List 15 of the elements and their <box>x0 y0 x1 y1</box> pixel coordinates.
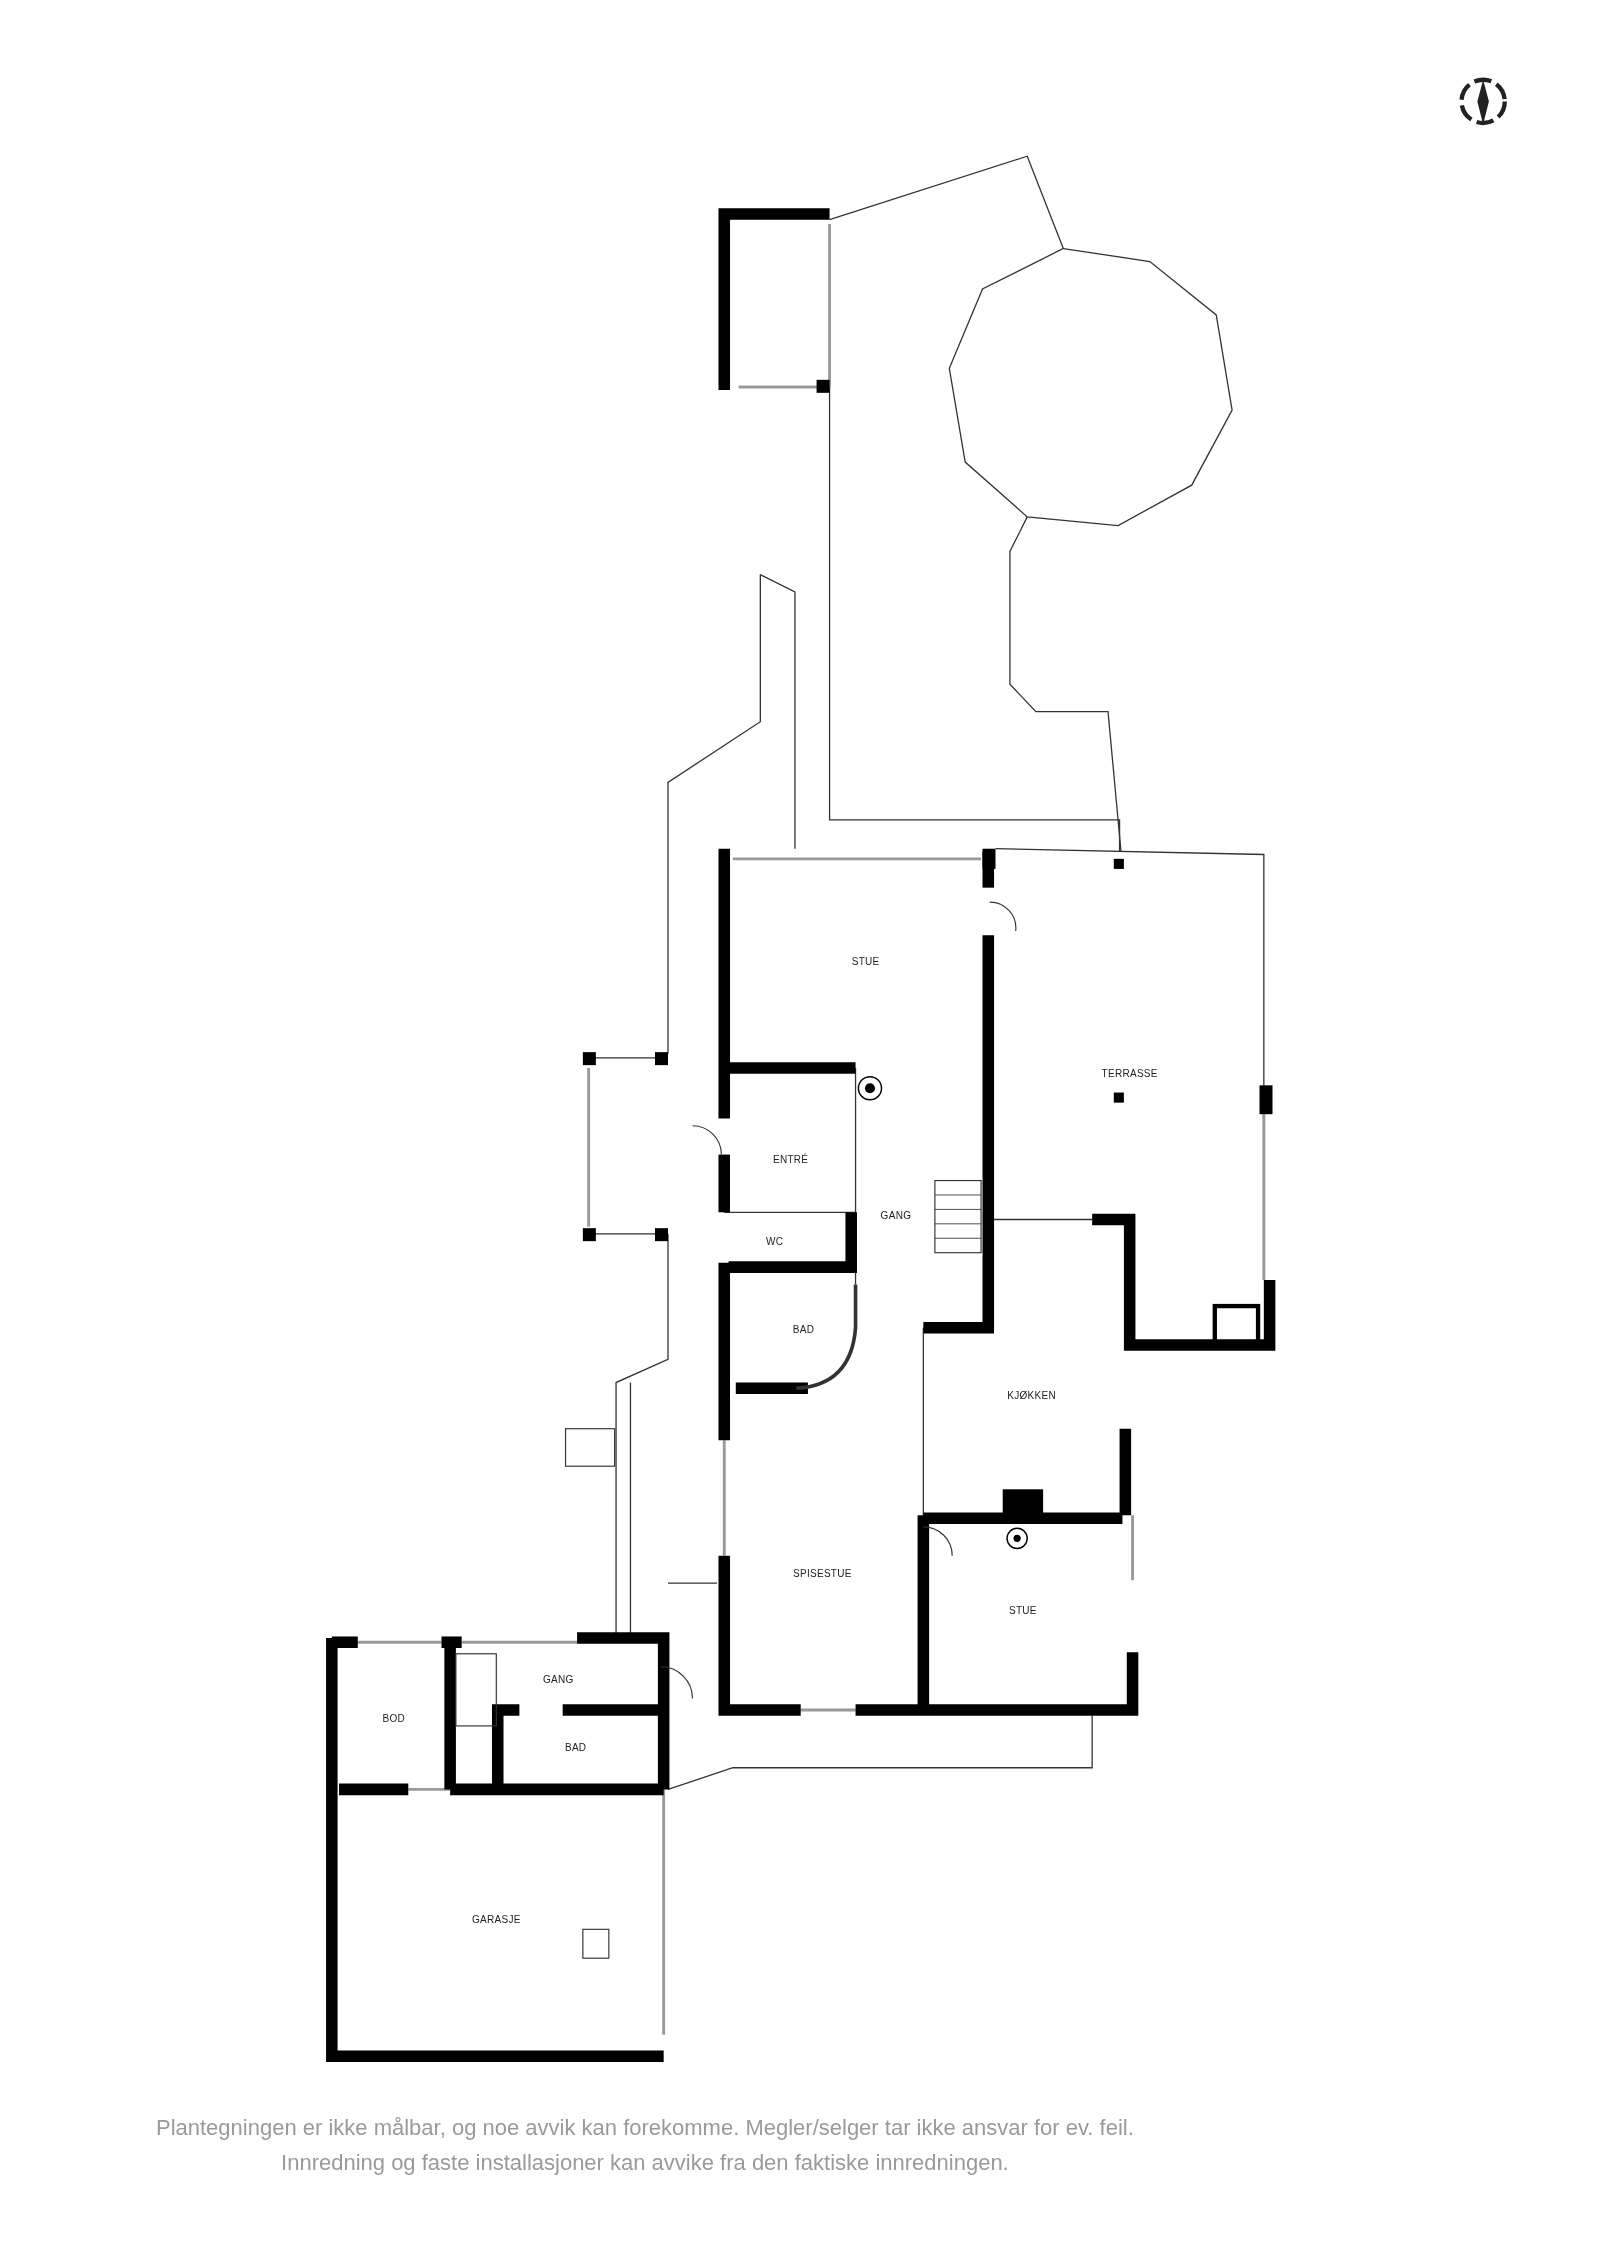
room-label: BOD <box>382 1712 406 1724</box>
room-label: BAD <box>792 1323 815 1335</box>
room-label: STUE <box>851 955 880 967</box>
room-label: KJØKKEN <box>1007 1389 1056 1401</box>
room-label: BAD <box>564 1741 587 1753</box>
room-label: GANG <box>880 1209 912 1221</box>
room-label: GARASJE <box>471 1913 521 1925</box>
room-label: TERRASSE <box>1101 1067 1158 1079</box>
room-label: GANG <box>543 1673 574 1685</box>
disclaimer-note: Plantegningen er ikke målbar, og noe avvik kan forekomme. Megler/selger tar ikke ansvar for ev. feil. <box>155 2115 1134 2142</box>
disclaimer-note: Innredning og faste installasjoner kan avvike fra den faktiske innredningen. <box>281 2149 1009 2176</box>
room-label: SPISESTUE <box>792 1567 852 1579</box>
room-label: ENTRÉ <box>772 1153 809 1164</box>
room-label: STUE <box>1008 1604 1037 1616</box>
room-label: WC <box>766 1235 784 1247</box>
